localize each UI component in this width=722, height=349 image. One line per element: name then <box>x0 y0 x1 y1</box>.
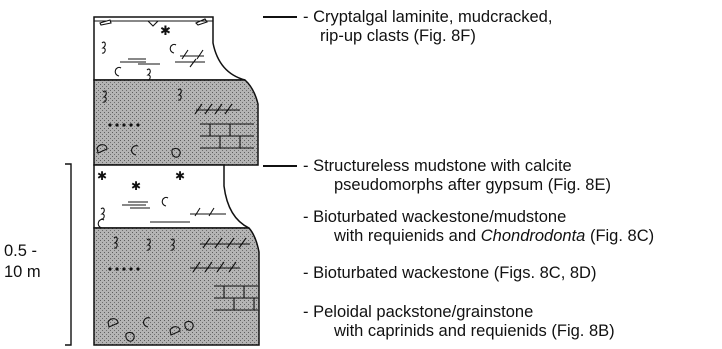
svg-text:✱: ✱ <box>175 169 185 183</box>
label-line-2-taxon: Chondrodonta <box>481 227 586 245</box>
label-line-1: Bioturbated wackestone/mudstone <box>313 208 566 226</box>
scale-label: 0.5 - 10 m <box>4 241 41 283</box>
svg-text:✱: ✱ <box>131 179 141 193</box>
label-line-2: pseudomorphs after gypsum (Fig. 8E) <box>334 176 611 195</box>
scale-bracket <box>65 164 71 345</box>
label-line-2: with requienids and Chondrodonta (Fig. 8… <box>334 227 654 246</box>
label-dash: - <box>303 303 313 321</box>
label-dash: - <box>303 157 313 175</box>
label-line-1: Bioturbated wackestone (Figs. 8C, 8D) <box>313 264 596 282</box>
label-line-1: Peloidal packstone/grainstone <box>313 303 533 321</box>
scale-line-2: 10 m <box>4 263 41 281</box>
label-bioturbated-wackestone: - Bioturbated wackestone (Figs. 8C, 8D) <box>303 264 596 283</box>
upper-stippled-unit <box>94 80 258 165</box>
label-line-2: rip-up clasts (Fig. 8F) <box>320 27 552 46</box>
label-line-2: with caprinids and requienids (Fig. 8B) <box>334 322 615 341</box>
label-cryptalgal-laminite: - Cryptalgal laminite, mudcracked, rip-u… <box>303 8 552 46</box>
label-line-2-pre: with requienids and <box>334 227 481 245</box>
label-bioturbated-wackestone-mudstone: - Bioturbated wackestone/mudstone with r… <box>303 208 654 246</box>
svg-text:✱: ✱ <box>97 169 107 183</box>
label-peloidal-packstone: - Peloidal packstone/grainstone with cap… <box>303 303 615 341</box>
label-dash: - <box>303 264 313 282</box>
label-line-1: Cryptalgal laminite, mudcracked, <box>313 8 552 26</box>
label-line-1: Structureless mudstone with calcite <box>313 157 572 175</box>
label-line-2-post: (Fig. 8C) <box>585 227 654 245</box>
label-dash: - <box>303 208 313 226</box>
svg-text:✱: ✱ <box>160 24 171 39</box>
label-structureless-mudstone: - Structureless mudstone with calcite ps… <box>303 157 611 195</box>
scale-line-1: 0.5 - <box>4 242 37 260</box>
label-dash: - <box>303 8 313 26</box>
lower-mudstone-unit <box>94 165 249 228</box>
